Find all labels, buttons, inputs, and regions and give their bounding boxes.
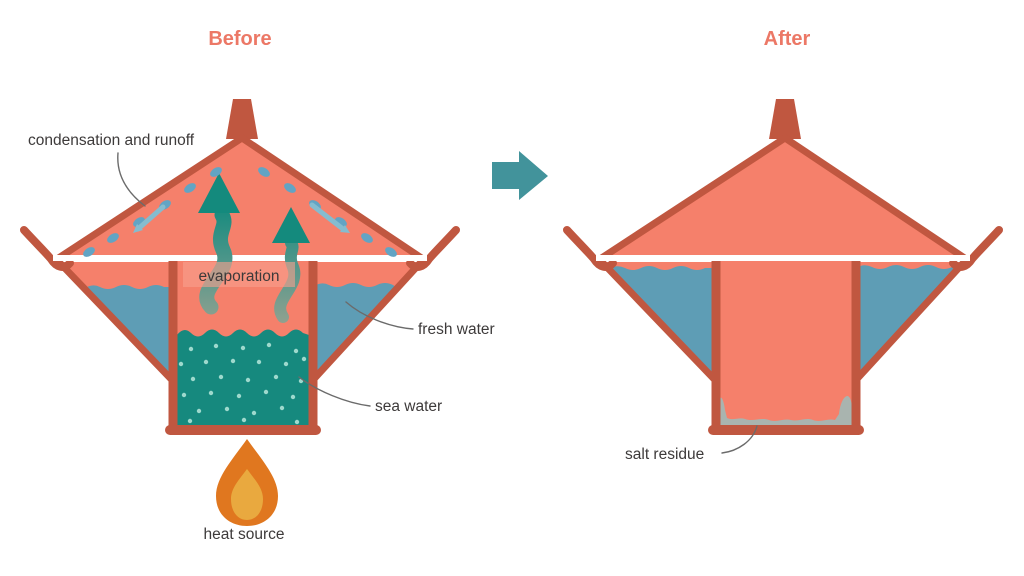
sea-water-salt-dots: [178, 342, 307, 425]
evaporation-arrow-large-stem: [199, 207, 233, 315]
after-still-shell: [600, 99, 966, 259]
salt-residue-label: salt residue: [625, 446, 704, 463]
after-title: After: [764, 28, 811, 50]
before-title: Before: [208, 28, 271, 50]
fresh-water-label: fresh water: [418, 321, 495, 338]
evaporation-label-band: [183, 262, 295, 287]
after-container: [720, 258, 852, 428]
fresh-water-leader-line: [345, 301, 414, 330]
sea-water: [177, 329, 309, 428]
salt-residue-leader-line: [721, 425, 758, 454]
sea-water-leader-line: [298, 376, 371, 407]
evaporation-label: evaporation: [198, 268, 279, 285]
flame-icon: [216, 439, 278, 526]
condensation-label: condensation and runoff: [28, 132, 195, 149]
before-panel: evaporation: [24, 99, 456, 430]
container-air-empty: [720, 258, 852, 428]
condensation-leader-line: [117, 152, 146, 207]
heat-source-label: heat source: [204, 526, 285, 543]
after-panel: [567, 99, 999, 430]
sea-water-label: sea water: [375, 398, 442, 415]
runoff-arrow-icons: [133, 202, 350, 233]
transition-right-arrow-icon: [492, 151, 548, 200]
evaporation-arrow-large-head: [198, 173, 240, 213]
salt-residue-deposit: [720, 396, 852, 427]
evaporation-arrow-small-head: [272, 207, 310, 243]
